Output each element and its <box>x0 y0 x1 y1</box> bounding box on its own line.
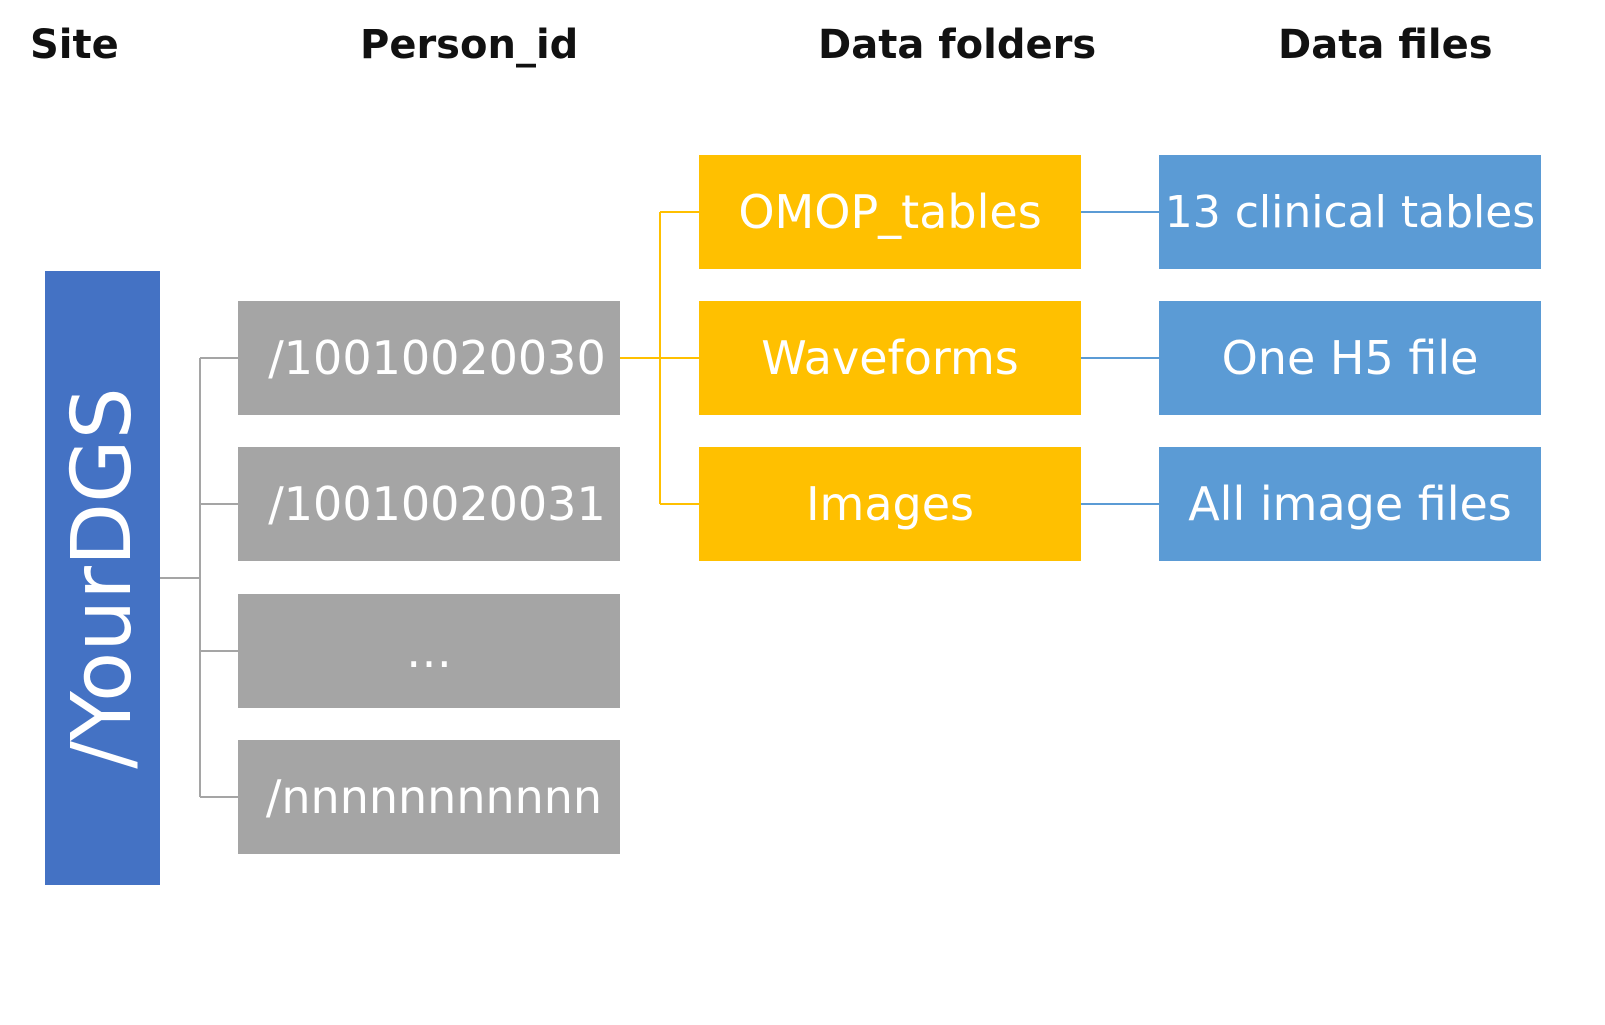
person-box: /10010020031 <box>238 447 620 561</box>
folder-box-images: Images <box>699 447 1081 561</box>
person-box: … <box>238 594 620 708</box>
person-box: /10010020030 <box>238 301 620 415</box>
header-person-id: Person_id <box>360 22 579 68</box>
site-box: /YourDGS <box>45 271 160 885</box>
person-folder-connectors <box>620 211 699 505</box>
folder-box-waveforms: Waveforms <box>699 301 1081 415</box>
person-box: /nnnnnnnnnnn <box>238 740 620 854</box>
folder-label: Waveforms <box>761 331 1019 385</box>
file-label: 13 clinical tables <box>1164 186 1536 238</box>
folder-label: OMOP_tables <box>738 185 1042 239</box>
person-label: /10010020031 <box>268 477 606 531</box>
person-label: /nnnnnnnnnnn <box>265 770 603 824</box>
person-label: … <box>406 624 452 678</box>
file-label: All image files <box>1188 477 1512 531</box>
file-box-h5-file: One H5 file <box>1159 301 1541 415</box>
file-box-clinical-tables: 13 clinical tables <box>1159 155 1541 269</box>
header-data-files: Data files <box>1278 22 1493 68</box>
folder-file-connectors <box>1081 211 1159 505</box>
folder-label: Images <box>805 477 975 531</box>
folder-box-omop-tables: OMOP_tables <box>699 155 1081 269</box>
file-box-image-files: All image files <box>1159 447 1541 561</box>
site-person-connectors <box>160 357 238 798</box>
person-label: /10010020030 <box>268 331 606 385</box>
site-label: /YourDGS <box>54 387 150 769</box>
header-data-folders: Data folders <box>818 22 1097 68</box>
file-label: One H5 file <box>1221 331 1479 385</box>
header-site: Site <box>30 22 119 68</box>
